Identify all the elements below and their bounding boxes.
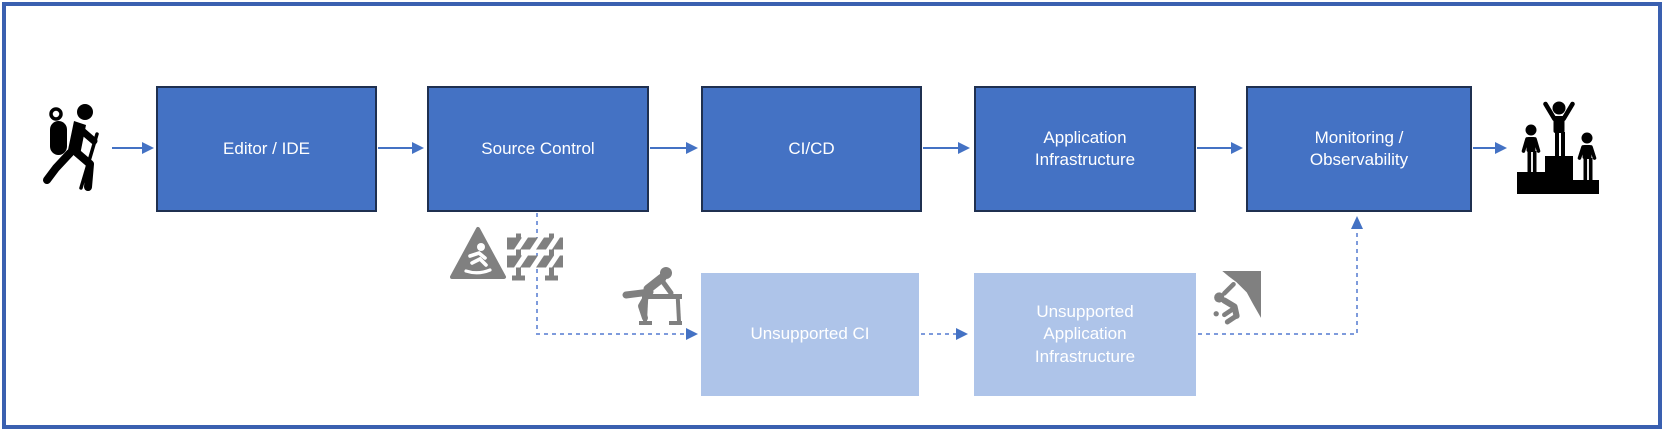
arrowhead (412, 142, 424, 154)
dashed-arrowhead-up (1351, 216, 1363, 229)
node-label: Application Infrastructure (1034, 127, 1136, 169)
node-unsupported-ci: Unsupported CI (701, 273, 919, 396)
arrowhead (958, 142, 970, 154)
node-source-control: Source Control (427, 86, 649, 212)
node-label: Monitoring / Observability (1309, 127, 1409, 169)
arrowhead (142, 142, 154, 154)
hiker-icon (42, 102, 110, 192)
node-label: Editor / IDE (223, 138, 310, 158)
node-monitoring-observability: Monitoring / Observability (1246, 86, 1472, 212)
winners-podium-icon (1514, 99, 1602, 196)
node-label: Unsupported Application Infrastructure (1034, 301, 1136, 366)
dashed-arrowhead (956, 328, 968, 340)
node-cicd: CI/CD (701, 86, 922, 212)
node-editor-ide: Editor / IDE (156, 86, 377, 212)
arrowhead (1495, 142, 1507, 154)
arrowhead (686, 142, 698, 154)
node-unsupported-application-infrastructure: Unsupported Application Infrastructure (974, 273, 1196, 396)
dashed-arrowhead (686, 328, 698, 340)
falling-climber-icon (1206, 271, 1261, 326)
node-label: Unsupported CI (750, 324, 870, 344)
hurdler-icon (622, 264, 684, 328)
dashed-sourcecontrol-to-unsupportedci (536, 213, 686, 335)
node-application-infrastructure: Application Infrastructure (974, 86, 1196, 212)
node-label: CI/CD (788, 138, 835, 158)
barricade-icon (506, 229, 564, 282)
arrowhead (1231, 142, 1243, 154)
slip-warning-triangle-icon (449, 226, 507, 281)
node-label: Source Control (481, 138, 595, 158)
